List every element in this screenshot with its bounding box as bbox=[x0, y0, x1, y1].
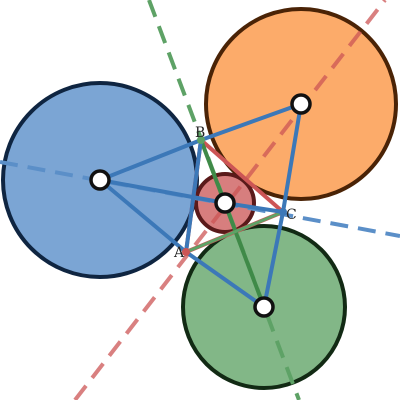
label-b: B bbox=[195, 125, 205, 141]
center-small bbox=[214, 192, 236, 214]
point-c bbox=[279, 208, 287, 216]
blue-segment-b-orange bbox=[200, 102, 302, 142]
blue-segment-blue-b bbox=[99, 138, 202, 182]
green-segment-b-green-center bbox=[199, 139, 266, 308]
green-segment-a-c bbox=[185, 210, 284, 254]
label-a: A bbox=[173, 245, 185, 261]
center-green bbox=[253, 296, 275, 318]
blue-segment-c-green bbox=[262, 211, 285, 308]
label-c: C bbox=[286, 207, 297, 223]
center-orange bbox=[290, 93, 312, 115]
blue-segment-blue-small bbox=[99, 178, 226, 205]
blue-segment-green-a bbox=[184, 250, 266, 309]
blue-segment-a-blue bbox=[98, 178, 188, 254]
blue-segment-orange-c bbox=[281, 103, 303, 213]
point-a bbox=[182, 248, 190, 256]
center-blue bbox=[89, 169, 111, 191]
point-b bbox=[197, 136, 205, 144]
